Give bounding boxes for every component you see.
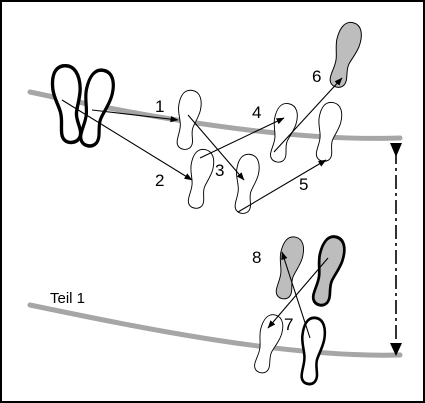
step-label-2: 2 (155, 171, 164, 190)
arrow-step-4 (199, 117, 285, 159)
step-label-1: 1 (155, 97, 164, 116)
lower-ground-line (27, 302, 403, 358)
step-label-5: 5 (299, 175, 308, 194)
arrow-step-7 (267, 257, 329, 329)
step-label-4: 4 (252, 103, 261, 122)
arrow-step-8 (281, 251, 311, 339)
arrow-step-1 (91, 109, 179, 123)
step-label-3: 3 (215, 161, 224, 180)
arrow-step-3 (187, 114, 245, 181)
footprint-5 (311, 100, 345, 164)
footprint-6 (324, 19, 366, 91)
arrow-step-2 (61, 99, 193, 181)
footprint-2 (183, 147, 217, 211)
end-right-foot-shaded (306, 232, 350, 310)
arrow-step-6 (273, 77, 343, 153)
arrow-step-5 (237, 159, 327, 213)
step-label-7: 7 (284, 315, 293, 334)
step-label-8: 8 (252, 248, 261, 267)
distance-marker-top-arrow (390, 143, 402, 157)
step-label-6: 6 (312, 67, 321, 86)
section-label: Teil 1 (50, 290, 85, 307)
distance-marker-bottom-arrow (390, 343, 402, 356)
footprint-3 (230, 152, 262, 216)
footprint-8 (270, 234, 307, 302)
